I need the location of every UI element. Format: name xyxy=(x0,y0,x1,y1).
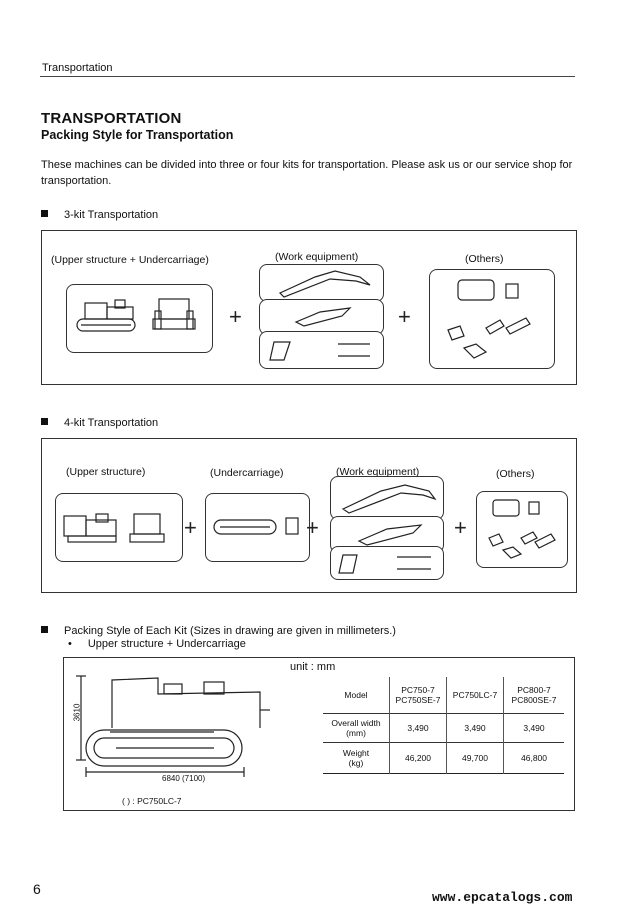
page-title: TRANSPORTATION xyxy=(41,110,182,127)
boom-drawing xyxy=(341,484,437,514)
bucket-and-cylinders-drawing xyxy=(269,341,370,361)
table-cell: 46,200 xyxy=(389,742,447,773)
table-cell: PC750-7 PC750SE-7 xyxy=(389,677,447,713)
boom-drawing xyxy=(278,270,371,298)
four-kit-figure: (Upper structure) (Undercarriage) (Work … xyxy=(41,438,577,593)
running-header: Transportation xyxy=(42,62,113,74)
table-cell: 3,490 xyxy=(446,713,504,742)
label-upper-structure: (Upper structure) xyxy=(66,466,146,478)
bucket-panel xyxy=(330,546,444,580)
table-cell: Weight (kg) xyxy=(342,747,370,768)
height-dimension: 3610 xyxy=(72,703,82,722)
label-work-equipment: (Work equipment) xyxy=(336,466,420,478)
header-rule xyxy=(40,76,575,77)
arm-drawing xyxy=(357,524,423,546)
arm-panel xyxy=(259,299,384,335)
boom-panel xyxy=(330,476,444,520)
packing-figure: 3610 6840 (7100) ( ) : PC750LC-7 unit : … xyxy=(63,657,575,811)
bucket-and-cylinders-drawing xyxy=(338,554,431,574)
length-dimension: 6840 (7100) xyxy=(162,774,206,783)
others-panel xyxy=(476,491,568,568)
plus-sign: + xyxy=(306,515,319,540)
plus-sign: + xyxy=(398,304,411,329)
page-subtitle: Packing Style for Transportation xyxy=(41,128,234,142)
table-cell: 49,700 xyxy=(446,742,504,773)
bullet-square-icon xyxy=(41,626,48,633)
machine-side-view-drawing xyxy=(76,675,270,777)
label-upper-undercarriage: (Upper structure + Undercarriage) xyxy=(51,254,209,266)
label-work-equipment: (Work equipment) xyxy=(275,251,359,263)
undercarriage-panel xyxy=(205,493,310,562)
undercarriage-drawing xyxy=(213,517,299,535)
table-cell: 3,490 xyxy=(389,713,447,742)
upper-structure-drawing xyxy=(63,513,165,543)
arm-drawing xyxy=(294,307,352,327)
counterweight-and-parts-drawing xyxy=(488,499,556,559)
table-cell: 3,490 xyxy=(503,713,564,742)
upper-structure-panel xyxy=(55,493,183,562)
intro-paragraph: These machines can be divided into three… xyxy=(41,159,573,187)
bullet-square-icon xyxy=(41,210,48,217)
excavator-body-drawing xyxy=(76,298,196,332)
spec-table: Model PC750-7 PC750SE-7 PC750LC-7 PC800-… xyxy=(323,677,564,774)
watermark-url[interactable]: www.epcatalogs.com xyxy=(432,890,573,905)
table-row: Weight (kg) 46,200 49,700 46,800 xyxy=(323,742,564,773)
label-others: (Others) xyxy=(496,468,535,480)
others-panel xyxy=(429,269,555,369)
table-row: Overall width (mm) 3,490 3,490 3,490 xyxy=(323,713,564,742)
three-kit-heading: 3-kit Transportation xyxy=(41,209,158,221)
page-number: 6 xyxy=(33,881,41,897)
label-undercarriage: (Undercarriage) xyxy=(210,467,284,479)
packing-subheading: •Upper structure + Undercarriage xyxy=(68,638,246,650)
plus-sign: + xyxy=(184,515,197,540)
table-cell: PC750LC-7 xyxy=(446,677,504,713)
bullet-square-icon xyxy=(41,418,48,425)
table-cell: 46,800 xyxy=(503,742,564,773)
table-row: Model PC750-7 PC750SE-7 PC750LC-7 PC800-… xyxy=(323,677,564,713)
bucket-panel xyxy=(259,331,384,369)
three-kit-figure: (Upper structure + Undercarriage) (Work … xyxy=(41,230,577,385)
model-note: ( ) : PC750LC-7 xyxy=(122,796,182,806)
counterweight-and-parts-drawing xyxy=(447,279,531,359)
boom-panel xyxy=(259,264,384,302)
table-cell: Model xyxy=(344,689,368,700)
plus-sign: + xyxy=(229,304,242,329)
label-others: (Others) xyxy=(465,253,504,265)
packing-heading: Packing Style of Each Kit (Sizes in draw… xyxy=(41,625,396,637)
table-cell: Overall width (mm) xyxy=(331,717,381,738)
upper-undercarriage-panel xyxy=(66,284,213,353)
four-kit-heading: 4-kit Transportation xyxy=(41,417,158,429)
plus-sign: + xyxy=(454,515,467,540)
unit-label: unit : mm xyxy=(290,661,336,673)
table-cell: PC800-7 PC800SE-7 xyxy=(503,677,564,713)
